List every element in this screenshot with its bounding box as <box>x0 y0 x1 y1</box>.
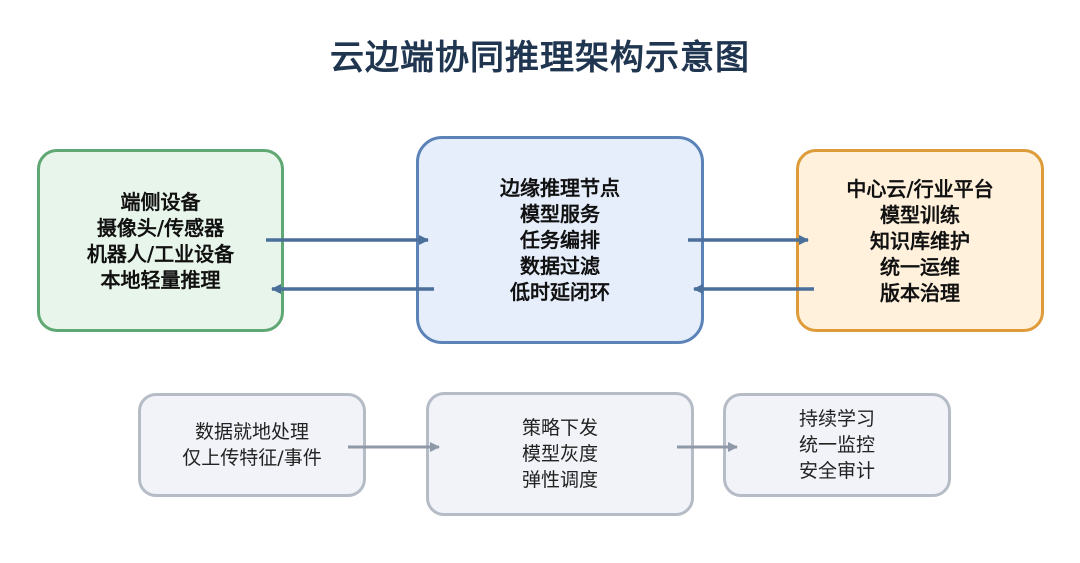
device-box: 端侧设备 摄像头/传感器 机器人/工业设备 本地轻量推理 <box>37 149 284 332</box>
edge-box-line: 低时延闭环 <box>510 280 610 304</box>
strategy-box: 策略下发 模型灰度 弹性调度 <box>426 392 694 516</box>
edge-node-box: 边缘推理节点 模型服务 任务编排 数据过滤 低时延闭环 <box>416 136 704 344</box>
ops-box: 持续学习 统一监控 安全审计 <box>723 393 951 497</box>
cloud-box-line: 知识库维护 <box>870 228 970 253</box>
strategy-box-line: 模型灰度 <box>521 443 598 465</box>
ops-box-line: 持续学习 <box>798 408 875 430</box>
local-box-line: 数据就地处理 <box>194 421 309 443</box>
edge-box-line: 边缘推理节点 <box>500 176 620 200</box>
cloud-box-line: 版本治理 <box>880 280 960 305</box>
edge-box-line: 任务编排 <box>520 228 600 252</box>
cloud-box: 中心云/行业平台 模型训练 知识库维护 统一运维 版本治理 <box>796 149 1044 332</box>
cloud-box-line: 模型训练 <box>880 202 960 227</box>
device-box-line: 摄像头/传感器 <box>96 215 225 240</box>
diagram-title: 云边端协同推理架构示意图 <box>330 38 750 78</box>
ops-box-line: 安全审计 <box>798 460 875 482</box>
cloud-box-line: 统一运维 <box>880 254 960 279</box>
strategy-box-line: 策略下发 <box>521 417 598 439</box>
cloud-box-line: 中心云/行业平台 <box>846 176 994 201</box>
edge-box-line: 数据过滤 <box>520 254 600 278</box>
device-box-line: 端侧设备 <box>120 189 201 214</box>
device-box-line: 本地轻量推理 <box>100 267 221 292</box>
device-box-line: 机器人/工业设备 <box>86 241 235 266</box>
strategy-box-line: 弹性调度 <box>521 469 598 491</box>
ops-box-line: 统一监控 <box>798 434 875 456</box>
edge-box-line: 模型服务 <box>520 202 600 226</box>
local-processing-box: 数据就地处理 仅上传特征/事件 <box>138 393 366 497</box>
local-box-line: 仅上传特征/事件 <box>182 447 322 469</box>
